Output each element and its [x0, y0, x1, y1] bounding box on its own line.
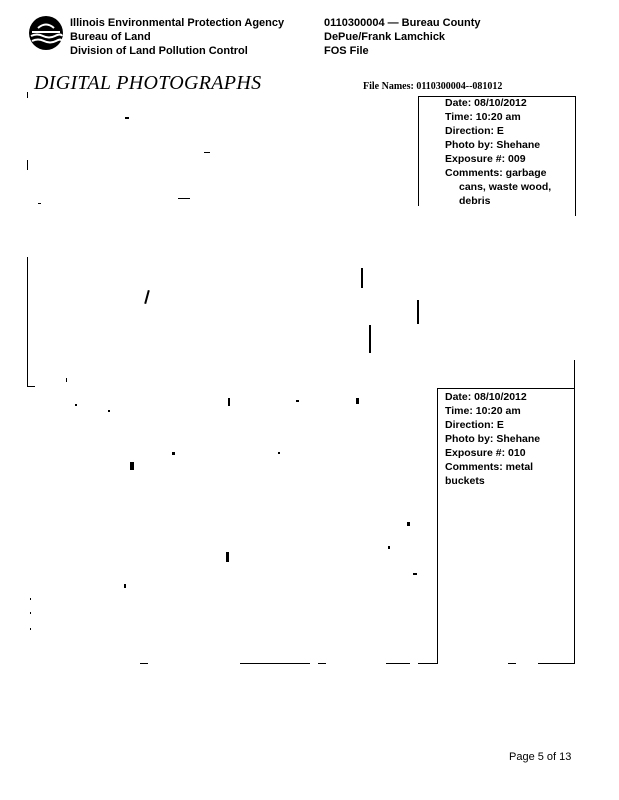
- photo-1-direction: Direction: E: [445, 125, 504, 137]
- bureau-name: Bureau of Land: [70, 31, 151, 43]
- photo-2-direction: Direction: E: [445, 419, 504, 431]
- agency-name: Illinois Environmental Protection Agency: [70, 17, 285, 29]
- photo-1-comments-cont-2: debris: [459, 195, 491, 207]
- photo-2-time: Time: 10:20 am: [445, 405, 521, 417]
- page-number: Page 5 of 13: [509, 751, 572, 763]
- iepa-logo-icon: [29, 16, 63, 50]
- photo-1-comments-cont: cans, waste wood,: [459, 181, 552, 193]
- page-title: DIGITAL PHOTOGRAPHS: [34, 72, 262, 94]
- photo-1-time: Time: 10:20 am: [445, 111, 521, 123]
- photo-1-meta: Date: 08/10/2012 Time: 10:20 am Directio…: [445, 96, 551, 208]
- photo-1-comments: Comments: garbage: [445, 167, 547, 179]
- photo-2-exposure: Exposure #: 010: [445, 447, 526, 459]
- photo-2-comments-cont: buckets: [445, 475, 485, 487]
- iepa-logo: [28, 15, 64, 51]
- photo-2-meta: Date: 08/10/2012 Time: 10:20 am Directio…: [445, 390, 540, 488]
- photo-1-date: Date: 08/10/2012: [445, 97, 527, 109]
- division-name: Division of Land Pollution Control: [70, 45, 248, 57]
- site-name: DePue/Frank Lamchick: [324, 31, 446, 43]
- photo-1-exposure: Exposure #: 009: [445, 153, 526, 165]
- photo-2-photographer: Photo by: Shehane: [445, 433, 541, 445]
- photo-2-comments: Comments: metal: [445, 461, 534, 473]
- file-type: FOS File: [324, 45, 369, 57]
- agency-block: Illinois Environmental Protection Agency…: [70, 16, 284, 58]
- photo-2-date: Date: 08/10/2012: [445, 391, 527, 403]
- site-id: 0110300004 — Bureau County: [324, 17, 481, 29]
- site-block: 0110300004 — Bureau County DePue/Frank L…: [324, 16, 481, 58]
- file-names: File Names: 0110300004--081012: [363, 81, 503, 92]
- photo-1-photographer: Photo by: Shehane: [445, 139, 541, 151]
